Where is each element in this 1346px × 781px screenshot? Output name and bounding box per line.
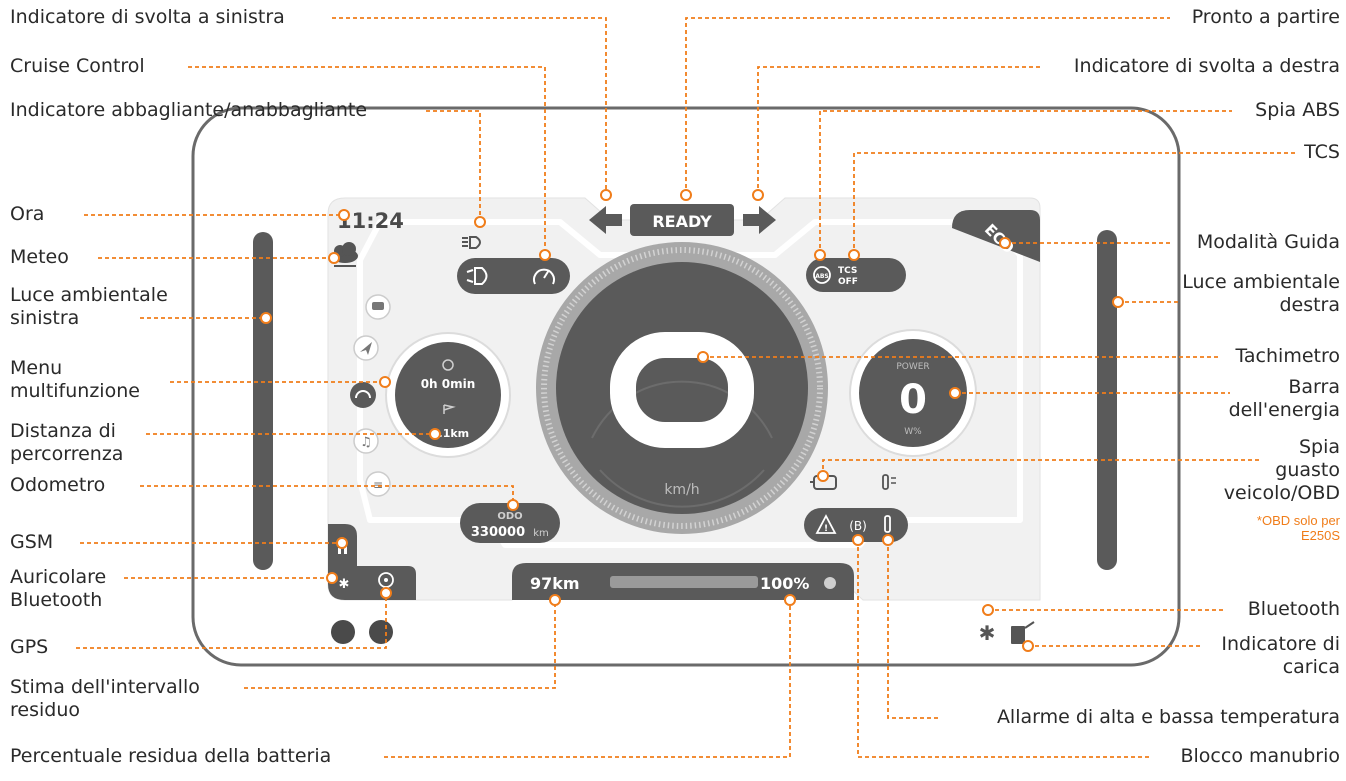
tcs-line1: TCS	[838, 266, 857, 276]
left-arrow-icon	[589, 206, 622, 234]
left-button-1[interactable]	[331, 620, 355, 644]
right-ambient-bar	[1097, 230, 1117, 570]
label-mode: Modalità Guida	[1196, 231, 1340, 253]
speedometer-face	[556, 262, 808, 514]
label-charge: Indicatore di carica	[1221, 633, 1340, 678]
label-odometer: Odometro	[10, 474, 106, 496]
label-left-ambient: Luce ambientale sinistra	[10, 284, 168, 329]
trip-time: 0h 0min	[421, 377, 476, 391]
svg-text:!: !	[824, 524, 828, 534]
speed-unit: km/h	[664, 482, 699, 498]
label-range: Stima dell'intervallo residuo	[10, 676, 200, 721]
abs-icon	[813, 266, 831, 284]
label-right-ambient: Luce ambientale destra	[1182, 271, 1340, 316]
power-title: POWER	[896, 362, 929, 372]
handlebar-lock-icon: (B)	[849, 519, 867, 533]
speed-digit	[610, 332, 754, 448]
cruise-control-icon	[533, 268, 555, 285]
label-menu: Menu multifunzione	[10, 357, 140, 402]
odometer-icon-text: ODO	[497, 511, 522, 522]
svg-text:ABS: ABS	[815, 273, 829, 280]
odometer-unit: km	[533, 528, 549, 539]
beam-icon	[466, 267, 488, 285]
battery-value: 100%	[760, 574, 809, 593]
label-weather: Meteo	[10, 246, 69, 268]
label-obd-note: *OBD solo per E250S	[1256, 513, 1340, 543]
label-gsm: GSM	[10, 531, 54, 553]
bluetooth-headset-icon: ✱	[339, 577, 350, 592]
speedometer-arc	[591, 380, 773, 439]
flag-icon	[443, 404, 456, 414]
battery-level-icon	[824, 577, 836, 589]
trip-distance: 0.1km	[431, 427, 469, 440]
clock-text: 11:24	[337, 209, 404, 233]
label-right-turn: Indicatore di svolta a destra	[1073, 55, 1340, 77]
label-tcs: TCS	[1304, 141, 1340, 163]
label-abs: Spia ABS	[1255, 99, 1340, 121]
odometer-value: 330000	[471, 525, 525, 540]
ready-text: READY	[652, 212, 712, 231]
bluetooth-icon: ✱	[979, 621, 996, 645]
clock-icon	[442, 359, 454, 371]
label-obd: Spia guasto veicolo/OBD	[1223, 436, 1340, 504]
power-value: 0	[899, 377, 927, 423]
label-ready: Pronto a partire	[1191, 6, 1340, 28]
music-icon[interactable]	[353, 428, 379, 454]
label-beam: Indicatore abbagliante/anabbagliante	[10, 99, 368, 121]
left-ambient-bar	[253, 232, 273, 570]
status-corner	[328, 524, 416, 600]
power-gauge	[859, 339, 967, 447]
label-battery: Percentuale residua della batteria	[10, 745, 332, 767]
label-bt-headset: Auricolare Bluetooth	[10, 566, 107, 611]
label-lock: Blocco manubrio	[1180, 745, 1340, 767]
tcs-line2: OFF	[838, 277, 858, 287]
range-value: 97km	[530, 574, 580, 593]
ready-badge	[630, 204, 734, 236]
beam-cruise-pill	[457, 258, 570, 294]
trip-gauge	[395, 342, 501, 448]
label-speedometer: Tachimetro	[1235, 345, 1340, 367]
battery-fill	[610, 576, 758, 588]
svg-text:♫: ♫	[360, 435, 372, 450]
warning-triangle-icon	[815, 514, 837, 534]
power-unit: W%	[904, 427, 922, 437]
label-power: Barra dell'energia	[1228, 376, 1340, 421]
right-arrow-icon	[743, 206, 776, 234]
odometer-pill	[460, 503, 560, 543]
left-button-2[interactable]	[369, 620, 393, 644]
label-trip: Distanza di percorrenza	[10, 420, 124, 465]
label-cruise: Cruise Control	[10, 55, 145, 77]
label-time: Ora	[10, 203, 45, 225]
label-gps: GPS	[10, 636, 49, 658]
label-temp: Allarme di alta e bassa temperatura	[996, 706, 1340, 728]
gauge-menu-icon[interactable]	[350, 382, 376, 408]
temp-warning-icon	[884, 515, 891, 533]
speedometer-ticks	[541, 247, 823, 529]
abs-tcs-pill	[806, 258, 906, 292]
label-bluetooth: Bluetooth	[1247, 598, 1340, 620]
svg-text:≡: ≡	[373, 478, 383, 492]
label-left-turn: Indicatore di svolta a sinistra	[10, 6, 285, 28]
